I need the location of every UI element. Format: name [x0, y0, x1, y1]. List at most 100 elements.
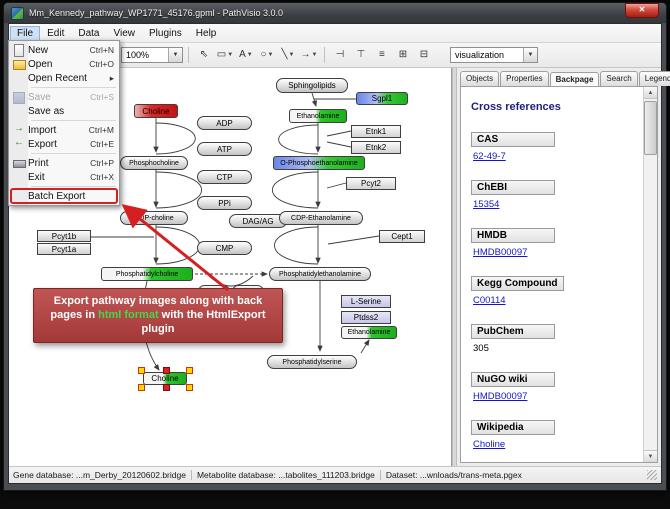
pathway-node-ppi[interactable]: PPi — [197, 196, 252, 210]
datanode-tool[interactable]: ▭▼ — [215, 45, 235, 65]
pathway-edge[interactable] — [155, 122, 196, 155]
pathway-node-pcyt1b[interactable]: Pcyt1b — [37, 230, 91, 242]
pathway-node-ethanolamine[interactable]: Ethanolamine — [289, 109, 347, 123]
pathway-node-etnk1[interactable]: Etnk1 — [351, 125, 401, 138]
resize-grip[interactable] — [647, 470, 657, 480]
file-menu-item-save-as[interactable]: Save as — [11, 104, 117, 118]
pathway-node-phosphatidylethanolamine[interactable]: Phosphatidylethanolamine — [269, 267, 371, 281]
group-button[interactable]: ⊞ — [393, 45, 413, 65]
tab-backpage[interactable]: Backpage — [549, 72, 600, 87]
pathway-node-adp[interactable]: ADP — [197, 116, 252, 130]
selection-handle[interactable] — [138, 384, 145, 391]
zoom-combobox[interactable]: 100% ▼ — [120, 47, 183, 63]
menu-data[interactable]: Data — [78, 27, 100, 39]
pathway-node-ptdss2[interactable]: Ptdss2 — [341, 311, 391, 324]
pathway-node-o-phosphoethanolamine[interactable]: O-Phosphoethanolamine — [273, 156, 365, 170]
pathway-edge[interactable] — [326, 141, 352, 148]
file-menu-item-open-recent[interactable]: Open Recent▸ — [11, 71, 117, 85]
pathway-node-cdp-choline[interactable]: CDP-choline — [120, 211, 188, 225]
selection-handle[interactable] — [138, 367, 145, 374]
visualization-caret-icon[interactable]: ▼ — [522, 48, 537, 62]
pathway-edge[interactable] — [327, 235, 380, 245]
visualization-combobox[interactable]: visualization ▼ — [449, 47, 538, 63]
pathway-node-choline[interactable]: Choline — [134, 104, 178, 118]
scroll-up-icon[interactable]: ▲ — [644, 87, 657, 99]
pathway-edge[interactable] — [326, 130, 352, 137]
pathway-edge[interactable] — [326, 182, 347, 189]
selection-tool[interactable]: ⇖ — [194, 45, 214, 65]
backpage-link[interactable]: HMDB00097 — [473, 247, 528, 258]
arrow-tool[interactable]: →▼ — [299, 45, 319, 65]
tab-legend[interactable]: Legend — [638, 71, 670, 86]
align-horizontal-button[interactable]: ⊣ — [330, 45, 350, 65]
backpage-link[interactable]: 62-49-7 — [473, 151, 506, 162]
backpage-scrollbar[interactable]: ▲ ▼ — [643, 87, 657, 462]
dropdown-caret-icon[interactable]: ▼ — [267, 52, 274, 58]
pathway-node-ctp[interactable]: CTP — [197, 170, 252, 184]
distribute-button[interactable]: ≡ — [372, 45, 392, 65]
pathway-node-ethanolamine[interactable]: Ethanolamine — [341, 326, 397, 339]
pathway-edge[interactable] — [311, 92, 317, 107]
backpage-link[interactable]: 15354 — [473, 199, 500, 210]
pathway-node-cmp[interactable]: CMP — [197, 241, 252, 255]
backpage-link[interactable]: C00114 — [473, 295, 506, 306]
scroll-down-icon[interactable]: ▼ — [644, 450, 657, 462]
selection-handle[interactable] — [186, 367, 193, 374]
panel-splitter[interactable] — [452, 68, 457, 466]
align-vertical-button[interactable]: ⊤ — [351, 45, 371, 65]
dropdown-caret-icon[interactable]: ▼ — [311, 52, 318, 58]
selection-handle[interactable] — [163, 367, 170, 374]
pathway-edge[interactable] — [155, 171, 203, 209]
menu-plugins[interactable]: Plugins — [148, 27, 182, 39]
close-button[interactable]: ✕ — [625, 2, 659, 18]
tab-objects[interactable]: Objects — [460, 71, 500, 86]
dropdown-caret-icon[interactable]: ▼ — [246, 52, 253, 58]
backpage-link[interactable]: Choline — [473, 439, 506, 450]
pathway-edge[interactable] — [360, 339, 370, 354]
pathway-node-pcyt1a[interactable]: Pcyt1a — [37, 243, 91, 255]
tab-search[interactable]: Search — [600, 71, 638, 86]
pathway-node-pcyt2[interactable]: Pcyt2 — [346, 177, 396, 190]
titlebar[interactable]: Mm_Kennedy_pathway_WP1771_45176.gpml - P… — [4, 2, 666, 23]
tab-properties[interactable]: Properties — [500, 71, 549, 86]
dropdown-caret-icon[interactable]: ▼ — [227, 52, 234, 58]
selection-handle[interactable] — [163, 384, 170, 391]
pathway-edge[interactable] — [271, 171, 319, 209]
pathway-node-sphingolipids[interactable]: Sphingolipids — [276, 78, 348, 93]
pathway-node-atp[interactable]: ATP — [197, 142, 252, 156]
dropdown-caret-icon[interactable]: ▼ — [288, 52, 295, 58]
pathway-node-phosphocholine[interactable]: Phosphocholine — [120, 156, 188, 170]
shape-tool[interactable]: ○▼ — [257, 45, 277, 65]
file-menu-item-batch-export[interactable]: Batch Export — [10, 188, 118, 204]
pathway-node-sgpl1[interactable]: Sgpl1 — [356, 92, 408, 105]
pathway-node-etnk2[interactable]: Etnk2 — [351, 141, 401, 154]
menu-separator — [31, 153, 116, 154]
pathway-edge[interactable] — [155, 226, 200, 265]
pathway-edge[interactable] — [274, 226, 319, 265]
zoom-caret-icon[interactable]: ▼ — [167, 48, 182, 62]
pathway-node-l-serine[interactable]: L-Serine — [341, 295, 391, 308]
selection-handle[interactable] — [186, 384, 193, 391]
backpage-link[interactable]: HMDB00097 — [473, 391, 528, 402]
menu-edit[interactable]: Edit — [47, 27, 65, 39]
menu-file[interactable]: File — [10, 25, 41, 41]
pathway-edge[interactable] — [278, 124, 319, 155]
menu-view[interactable]: View — [113, 27, 135, 39]
pathway-node-cept1[interactable]: Cept1 — [379, 230, 425, 243]
line-tool[interactable]: ╲▼ — [278, 45, 298, 65]
scrollbar-thumb[interactable] — [644, 101, 657, 155]
pathway-node-dag-ag[interactable]: DAG/AG — [229, 214, 287, 228]
pathway-node-phosphatidylcholine[interactable]: Phosphatidylcholine — [101, 267, 193, 281]
pathway-node-cdp-ethanolamine[interactable]: CDP-Ethanolamine — [279, 211, 363, 225]
menu-help[interactable]: Help — [195, 27, 217, 39]
label-tool[interactable]: A▼ — [236, 45, 256, 65]
pathway-node-phosphatidylserine[interactable]: Phosphatidylserine — [267, 355, 357, 369]
ungroup-button[interactable]: ⊟ — [414, 45, 434, 65]
